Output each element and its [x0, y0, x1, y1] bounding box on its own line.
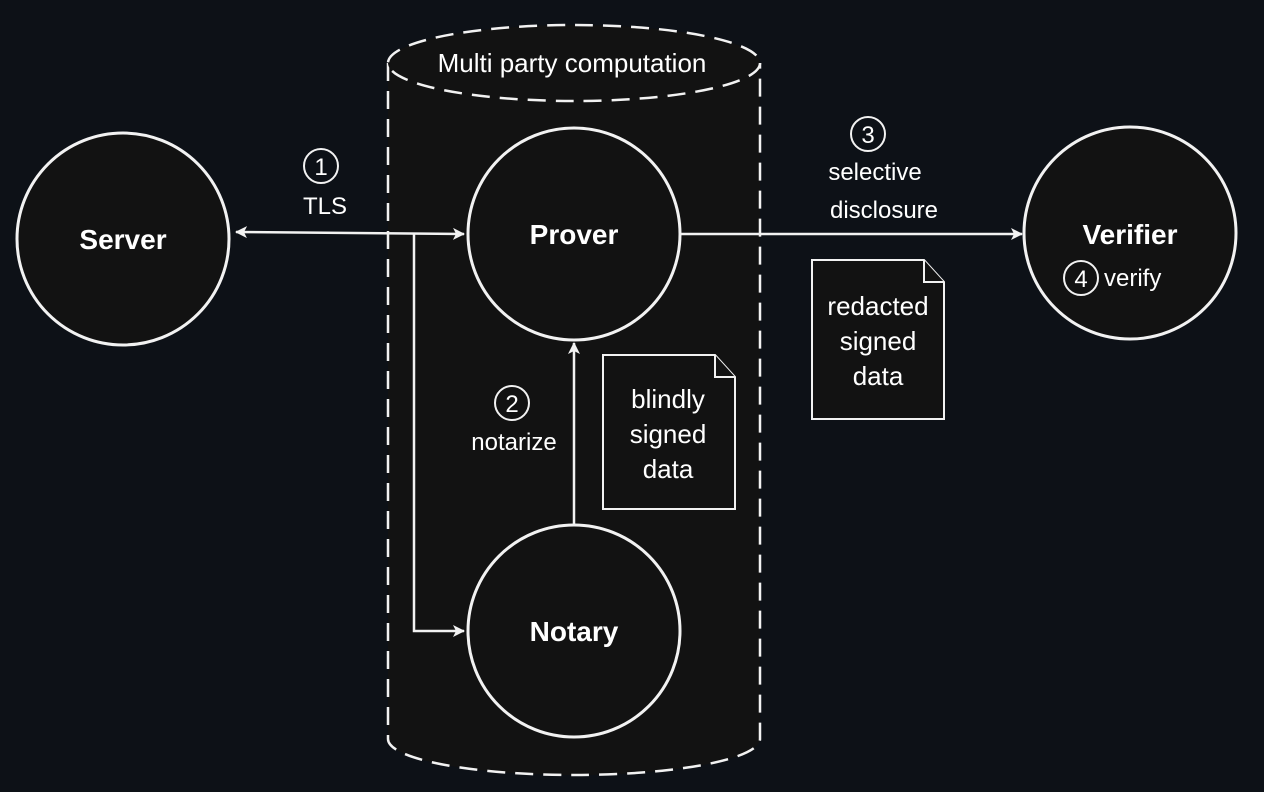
server-label: Server	[79, 224, 166, 255]
server-node: Server	[15, 131, 231, 347]
disclosure-step-label-line2: disclosure	[830, 197, 938, 224]
prover-node: Prover	[466, 126, 682, 342]
verifier-node: Verifier 4 verify	[1022, 125, 1238, 341]
blind-document-fold	[714, 355, 735, 378]
notarize-step-number: 2	[505, 391, 518, 418]
tls-edge	[235, 226, 465, 240]
blind-document-shape	[602, 354, 736, 510]
redacted-document-line3: data	[853, 361, 904, 391]
mpc-label: Multi party computation	[438, 48, 707, 78]
mpc-cylinder-top	[386, 23, 762, 103]
notarize-step: 2 notarize	[471, 385, 557, 456]
disclosure-step-number: 3	[861, 122, 874, 149]
tls-step: 1 TLS	[303, 148, 347, 220]
redacted-document-line1: redacted	[827, 291, 928, 321]
server-circle	[15, 131, 231, 347]
edges	[235, 226, 1023, 637]
disclosure-step-label-line1: selective	[828, 159, 921, 186]
blind-signed-document: blindly signed data	[602, 354, 736, 510]
prover-label: Prover	[530, 219, 619, 250]
tls-branch-to-notary	[412, 234, 465, 637]
redacted-document-line2: signed	[840, 326, 917, 356]
prover-circle	[466, 126, 682, 342]
tls-step-label: TLS	[303, 193, 347, 220]
tls-step-number: 1	[314, 154, 327, 181]
redacted-document-fold	[923, 260, 944, 283]
disclosure-step: 3 selective disclosure	[828, 116, 938, 224]
notary-circle	[466, 523, 682, 739]
disclosure-step-badge	[850, 116, 886, 152]
blind-document-line3: data	[643, 454, 694, 484]
notarize-step-label: notarize	[471, 429, 556, 456]
verify-step-badge	[1063, 260, 1099, 296]
tls-step-badge	[303, 148, 339, 184]
verify-step-number: 4	[1074, 266, 1087, 293]
redacted-document-shape	[811, 259, 945, 420]
verifier-circle	[1022, 125, 1238, 341]
blind-document-line1: blindly	[631, 384, 705, 414]
verifier-label: Verifier	[1083, 219, 1178, 250]
notary-node: Notary	[466, 523, 682, 739]
notarize-step-badge	[494, 385, 530, 421]
verify-step-label: verify	[1104, 265, 1161, 292]
redacted-signed-document: redacted signed data	[811, 259, 945, 420]
blind-document-line2: signed	[630, 419, 707, 449]
notary-label: Notary	[530, 616, 619, 647]
